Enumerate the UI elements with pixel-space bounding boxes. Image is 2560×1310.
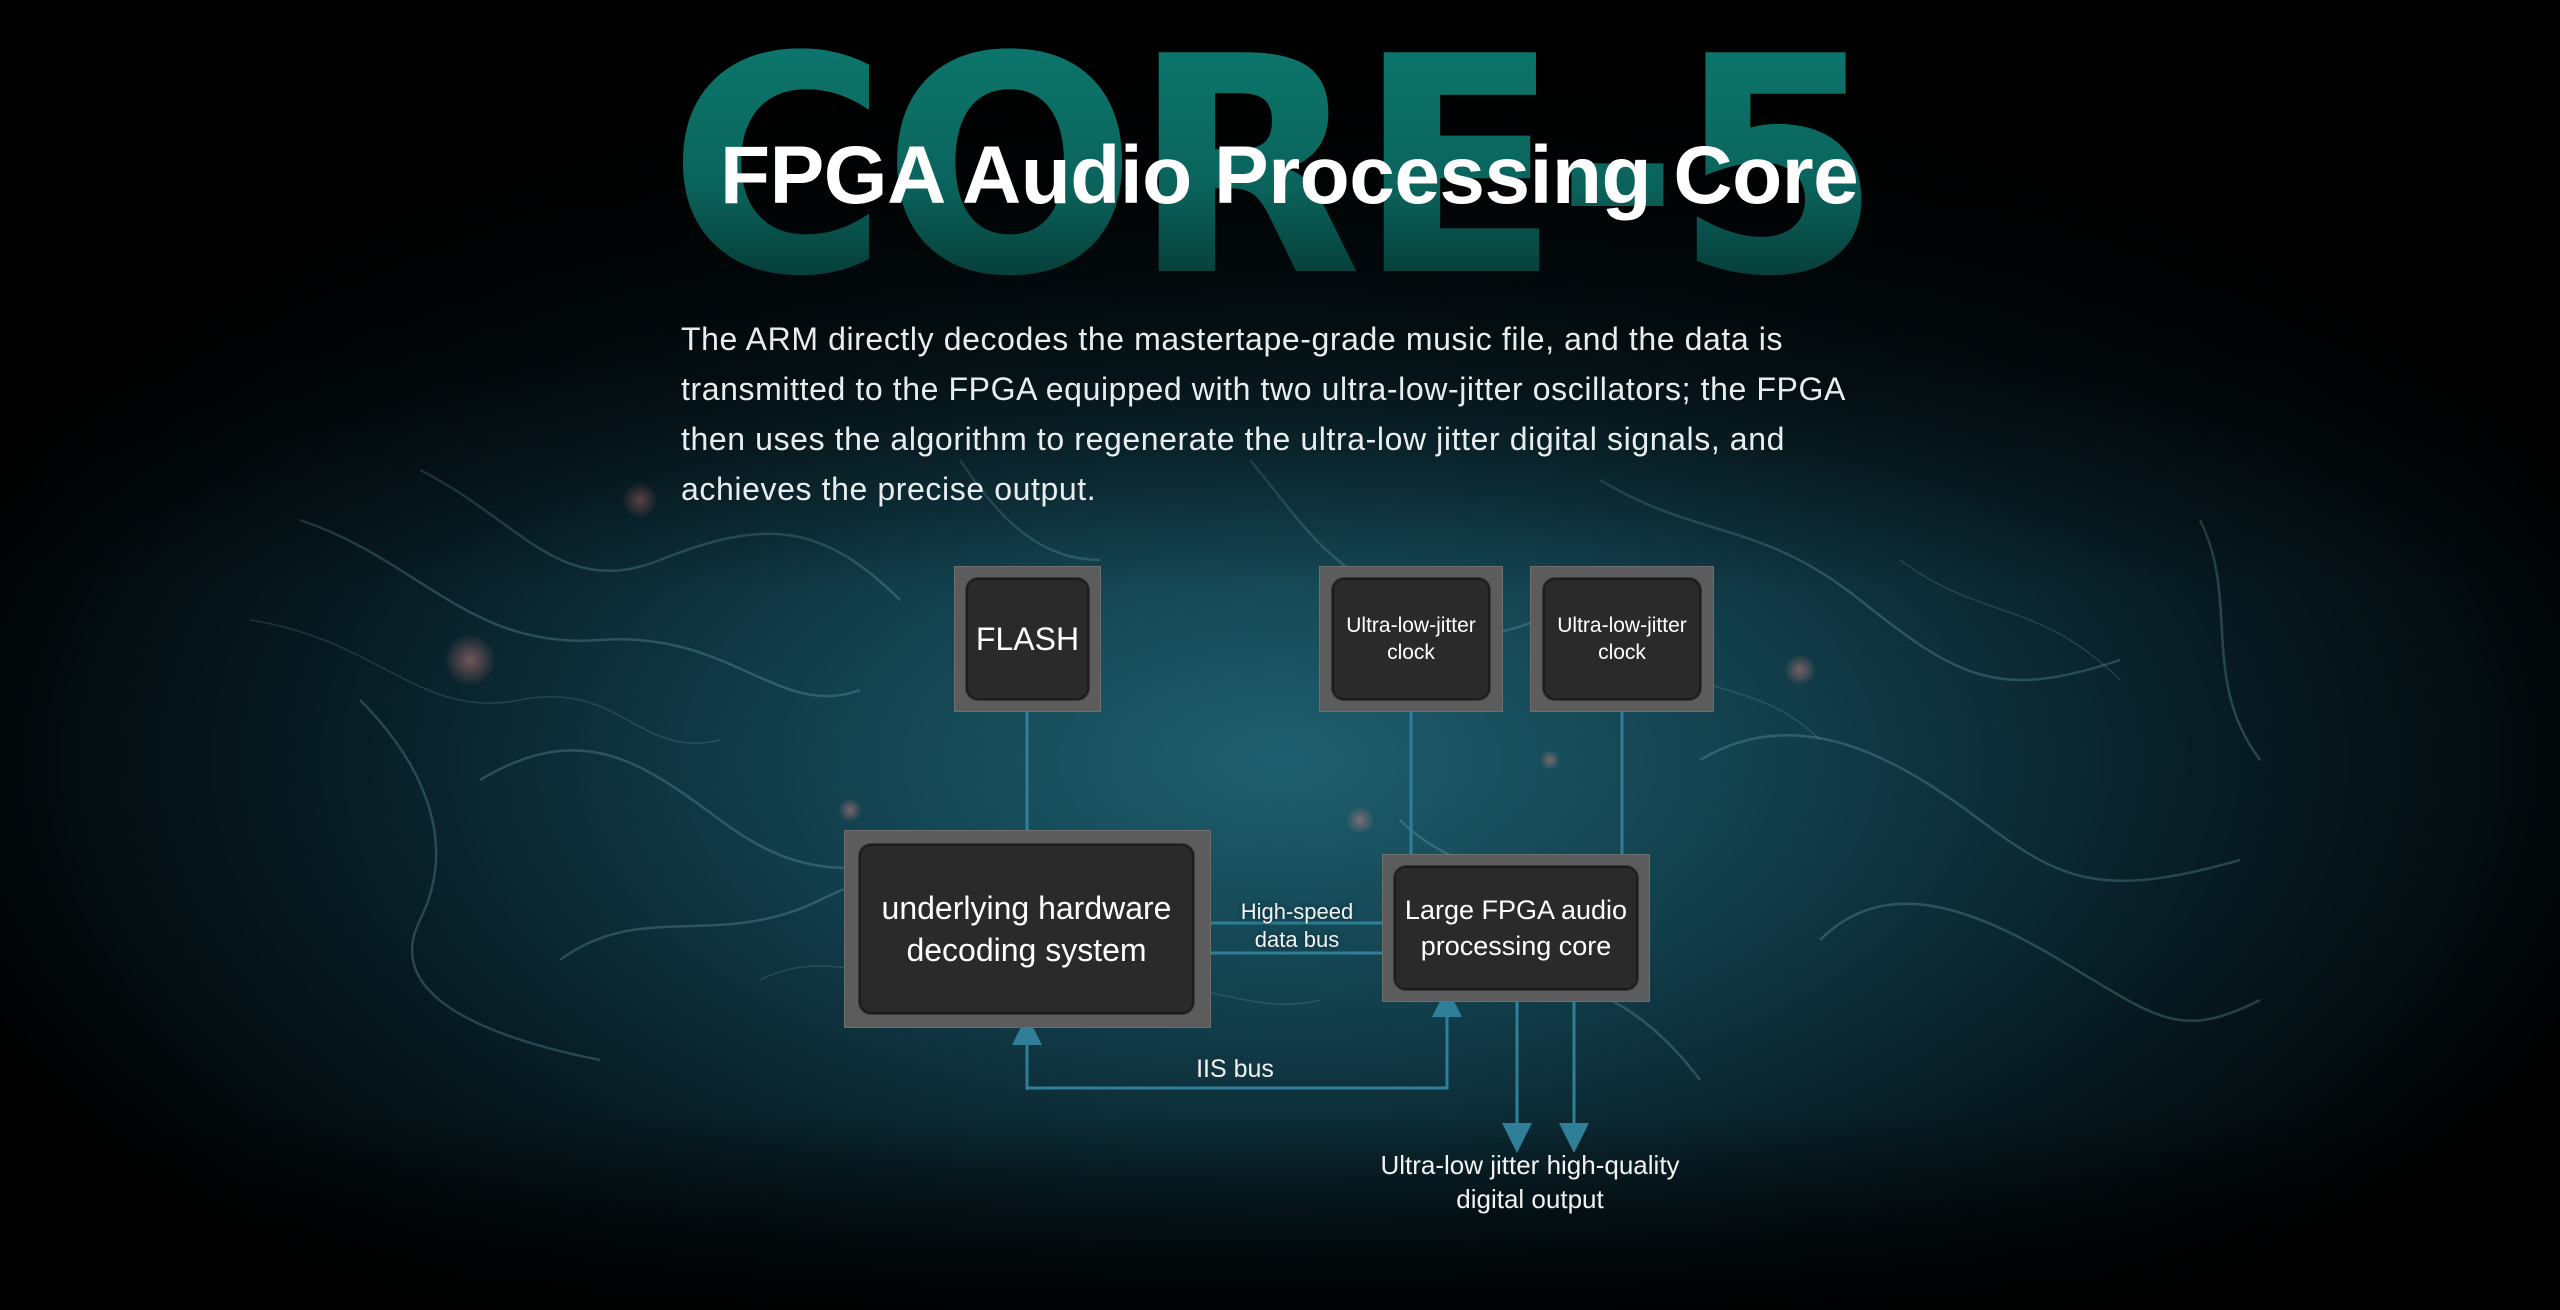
- decoder-chip: underlying hardware decoding system: [844, 830, 1211, 1028]
- decoder-chip-core: underlying hardware decoding system: [859, 844, 1194, 1014]
- flash-label: FLASH: [975, 620, 1080, 657]
- description-line: transmitted to the FPGA equipped with tw…: [681, 371, 1846, 407]
- data-bus-label-line: data bus: [1254, 927, 1340, 952]
- iis-bus-label: IIS bus: [1196, 1055, 1274, 1083]
- decoder-label-line: decoding system: [906, 932, 1147, 968]
- clock-2-label-line: clock: [1598, 641, 1646, 664]
- page-title: FPGA Audio Processing Core: [720, 130, 1859, 221]
- output-label: Ultra-low jitter high-quality digital ou…: [1330, 1148, 1730, 1216]
- fpga-chip-core: Large FPGA audio processing core: [1394, 866, 1638, 990]
- fpga-chip: Large FPGA audio processing core: [1382, 854, 1650, 1002]
- output-label-line: Ultra-low jitter high-quality: [1380, 1150, 1680, 1180]
- output-label-line: digital output: [1456, 1184, 1604, 1214]
- fpga-label-line: Large FPGA audio: [1404, 895, 1628, 925]
- fpga-label-line: processing core: [1420, 931, 1612, 961]
- clock-chip-1-core: Ultra-low-jitter clock: [1332, 578, 1490, 700]
- description-line: The ARM directly decodes the mastertape-…: [681, 321, 1784, 357]
- clock-chip-2-core: Ultra-low-jitter clock: [1543, 578, 1701, 700]
- clock-1-label-line: Ultra-low-jitter: [1346, 614, 1476, 637]
- clock-1-label-line: clock: [1387, 641, 1435, 664]
- data-bus-label-line: High-speed: [1240, 899, 1354, 924]
- core-5-watermark: CORE-5: [668, 18, 1908, 318]
- description-line: then uses the algorithm to regenerate th…: [681, 421, 1785, 457]
- clock-chip-1: Ultra-low-jitter clock: [1319, 566, 1503, 712]
- clock-chip-2: Ultra-low-jitter clock: [1530, 566, 1714, 712]
- flash-chip-core: FLASH: [966, 578, 1089, 700]
- clock-2-label-line: Ultra-low-jitter: [1557, 614, 1687, 637]
- description-paragraph: The ARM directly decodes the mastertape-…: [681, 314, 1893, 514]
- description-line: achieves the precise output.: [681, 471, 1097, 507]
- data-bus-label: High-speed data bus: [1222, 898, 1372, 954]
- decoder-label-line: underlying hardware: [881, 890, 1172, 926]
- flash-chip: FLASH: [954, 566, 1101, 712]
